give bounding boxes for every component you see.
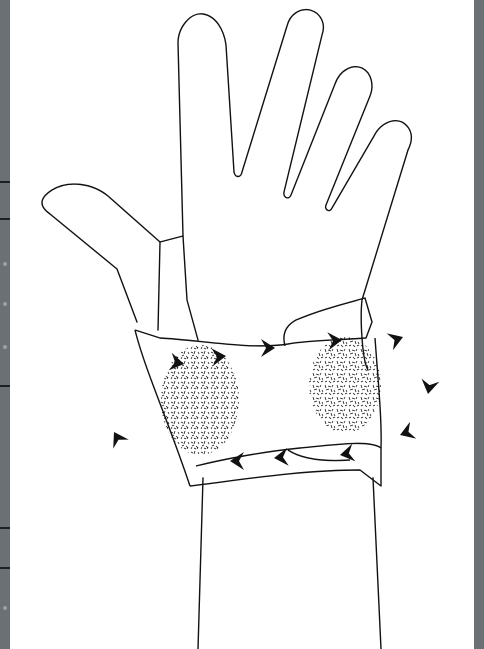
arrowhead-icon: [106, 428, 129, 449]
hand-outline: [178, 10, 411, 370]
arrowhead-icon: [230, 452, 244, 470]
arrowhead-icon: [397, 422, 416, 444]
velcro-patch-icon: [309, 337, 381, 433]
forearm-outline: [198, 478, 203, 649]
forearm-outline: [373, 478, 381, 649]
arrowhead-icon: [419, 379, 439, 396]
thumb-outline: [42, 184, 160, 322]
arrowhead-icon: [261, 339, 275, 357]
arrowhead-group: [106, 329, 439, 470]
arrowhead-icon: [387, 329, 406, 351]
